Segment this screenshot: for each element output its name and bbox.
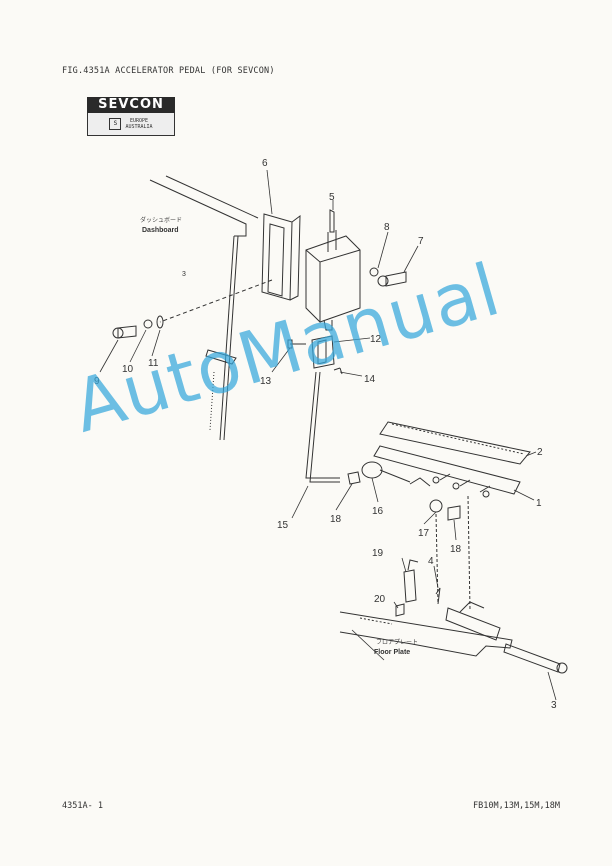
leader-lines — [99, 169, 557, 701]
pin-part-4 — [435, 587, 441, 605]
clamp-part-12 — [311, 335, 335, 369]
washer-part-11 — [156, 315, 164, 329]
footer-models: FB10M,13M,15M,18M — [473, 801, 560, 811]
label-17: 17 — [418, 528, 430, 539]
screw-part-7 — [377, 271, 407, 287]
dashboard-en: Dashboard — [142, 227, 179, 234]
fixing-line — [159, 279, 273, 323]
label-12: 12 — [370, 334, 382, 345]
hinge-bracket — [445, 601, 501, 641]
label-5: 5 — [329, 192, 335, 203]
logo-badge-icon: S — [109, 118, 122, 130]
label-1: 1 — [536, 498, 542, 509]
washer-part-10 — [143, 319, 153, 329]
nut-part-20 — [395, 603, 405, 617]
label-20: 20 — [374, 594, 386, 605]
washer-part-8 — [369, 267, 379, 277]
label-19: 19 — [372, 548, 384, 559]
logo-brand: SEVCON — [87, 97, 175, 113]
part-labels: 6 5 8 7 9 10 11 12 13 14 2 1 15 18 16 17… — [94, 158, 557, 711]
joint-part-16 — [361, 461, 411, 483]
label-2: 2 — [537, 447, 543, 458]
label-16: 16 — [372, 506, 384, 517]
bracket-part-6 — [261, 213, 301, 301]
label-9: 9 — [94, 376, 100, 387]
floor-plate — [339, 611, 513, 657]
logo-sub: S EUROPE AUSTRALIA — [87, 113, 175, 136]
nut-part-18-lower — [447, 505, 461, 521]
figure-title: FIG.4351A ACCELERATOR PEDAL (FOR SEVCON) — [62, 66, 275, 76]
nut-part-18-upper — [347, 471, 361, 485]
pedal-parts-1-2 — [373, 421, 531, 498]
label-14: 14 — [364, 374, 376, 385]
label-4: 4 — [428, 556, 434, 567]
dashboard-jp: ダッシュボード — [140, 216, 182, 224]
bolt-part-19 — [403, 559, 419, 603]
label-6: 6 — [262, 158, 268, 169]
dashboard-panel — [149, 175, 259, 441]
assembly-line — [467, 495, 471, 611]
washer-part-17 — [429, 499, 443, 513]
label-10: 10 — [122, 364, 134, 375]
sevcon-logo: SEVCON S EUROPE AUSTRALIA — [87, 97, 175, 137]
potentiometer-part-5 — [305, 209, 361, 331]
rod-part-15 — [305, 371, 340, 483]
label-13: 13 — [260, 376, 272, 387]
logo-sub1: EUROPE — [129, 118, 149, 124]
bolt-part-3 — [503, 643, 568, 674]
mark-3: 3 — [182, 271, 186, 278]
label-8: 8 — [384, 222, 390, 233]
floor-en: Floor Plate — [374, 649, 410, 656]
screw-part-13 — [287, 339, 306, 349]
footer-page: 4351A- 1 — [62, 801, 103, 811]
label-3: 3 — [551, 700, 557, 711]
screw-part-9 — [112, 325, 137, 339]
label-7: 7 — [418, 236, 424, 247]
logo-sub2: AUSTRALIA — [125, 124, 153, 130]
label-18a: 18 — [330, 514, 342, 525]
label-18b: 18 — [450, 544, 462, 555]
pin-part-14 — [333, 367, 343, 375]
label-11: 11 — [148, 358, 159, 369]
floor-jp: フロアプレート — [376, 639, 418, 646]
label-15: 15 — [277, 520, 289, 531]
